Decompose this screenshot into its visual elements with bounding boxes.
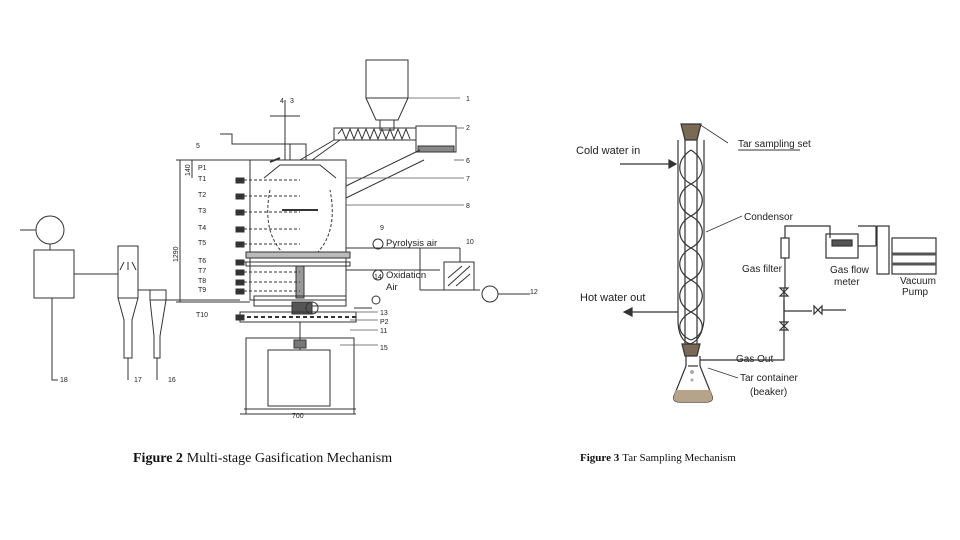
gas-filter-label: Gas filter — [742, 264, 783, 275]
gas-flow-label-2: meter — [834, 277, 860, 288]
sensor-t1: T1 — [198, 176, 206, 183]
sensor-t8: T8 — [198, 278, 206, 285]
screw-feeder — [299, 125, 457, 161]
callout-14: 14 — [374, 274, 382, 281]
callout-16: 16 — [168, 377, 176, 384]
vacuum-pump — [876, 225, 937, 275]
dimension-lines — [176, 159, 356, 410]
sensor-t6: T6 — [198, 258, 206, 265]
top-stopper — [680, 123, 702, 141]
gas-flow-label-1: Gas flow — [830, 265, 870, 276]
callout-1: 1 — [466, 96, 470, 103]
sensor-probes — [235, 177, 245, 321]
callout-12: 12 — [530, 289, 538, 296]
gas-filter — [780, 237, 790, 259]
condenser — [677, 140, 705, 345]
figure-2-caption: Figure 2 Multi-stage Gasification Mechan… — [133, 449, 392, 467]
dim-140: 140 — [185, 164, 192, 176]
tar-container-label-1: Tar container — [740, 373, 798, 384]
callout-2: 2 — [466, 125, 470, 132]
tar-set-label: Tar sampling set — [738, 139, 811, 150]
callout-3: 3 — [290, 98, 294, 105]
callout-8: 8 — [466, 203, 470, 210]
air-supply — [346, 238, 530, 309]
cold-water-label: Cold water in — [576, 145, 640, 157]
cyclone-scrubber — [20, 215, 240, 381]
sensor-t3: T3 — [198, 208, 206, 215]
tar-flask — [673, 356, 713, 403]
dim-700: 700 — [292, 413, 304, 420]
vacuum-label-2: Pump — [902, 287, 929, 298]
ash-stand — [240, 322, 356, 415]
callout-9: 9 — [380, 225, 384, 232]
callout-4: 4 — [280, 98, 284, 105]
air-label: Air — [386, 282, 398, 293]
reactor-body — [239, 159, 357, 323]
callout-6: 6 — [466, 158, 470, 165]
figure-2-number: Figure 2 — [133, 451, 183, 466]
figure-3-number: Figure 3 — [580, 452, 620, 464]
sensor-t7: T7 — [198, 268, 206, 275]
gasifier-figure — [20, 59, 530, 415]
callout-15: 15 — [380, 345, 388, 352]
sensor-t9: T9 — [198, 287, 206, 294]
tar-labels: Cold water in Hot water out Tar sampling… — [576, 139, 936, 398]
callout-13: 13 — [380, 310, 388, 317]
pyrolysis-air-label: Pyrolysis air — [386, 238, 437, 249]
callout-11: 11 — [380, 328, 387, 335]
callout-10: 10 — [466, 239, 474, 246]
sensor-p1: P1 — [198, 165, 207, 172]
sensor-t2: T2 — [198, 192, 206, 199]
tar-container-label-2: (beaker) — [750, 387, 787, 398]
hot-water-label: Hot water out — [580, 292, 645, 304]
tar-sampling-figure — [620, 123, 937, 403]
sensor-t5: T5 — [198, 240, 206, 247]
sensor-t4: T4 — [198, 225, 206, 232]
sensor-t10: T10 — [196, 312, 208, 319]
gas-out-label: Gas Out — [736, 354, 773, 365]
hopper — [365, 59, 409, 131]
figure-2-text: Multi-stage Gasification Mechanism — [186, 451, 393, 466]
stirrer — [220, 100, 307, 163]
pressure-p2: P2 — [380, 319, 389, 326]
vacuum-label-1: Vacuum — [900, 276, 936, 287]
condensor-label: Condensor — [744, 212, 794, 223]
figure-3-text: Tar Sampling Mechanism — [622, 452, 736, 464]
dim-1290: 1290 — [173, 246, 180, 262]
gasifier-labels: 1 2 4 3 5 6 7 8 9 10 11 12 13 14 15 16 1… — [60, 96, 538, 420]
air-labels: Pyrolysis air Oxidation Air — [386, 238, 437, 293]
callout-7: 7 — [466, 176, 470, 183]
callout-5: 5 — [196, 143, 200, 150]
callout-18: 18 — [60, 377, 68, 384]
figure-3-caption: Figure 3 Tar Sampling Mechanism — [580, 452, 736, 464]
bottom-stopper — [681, 343, 701, 357]
callout-17: 17 — [134, 377, 142, 384]
oxidation-label: Oxidation — [386, 270, 426, 281]
